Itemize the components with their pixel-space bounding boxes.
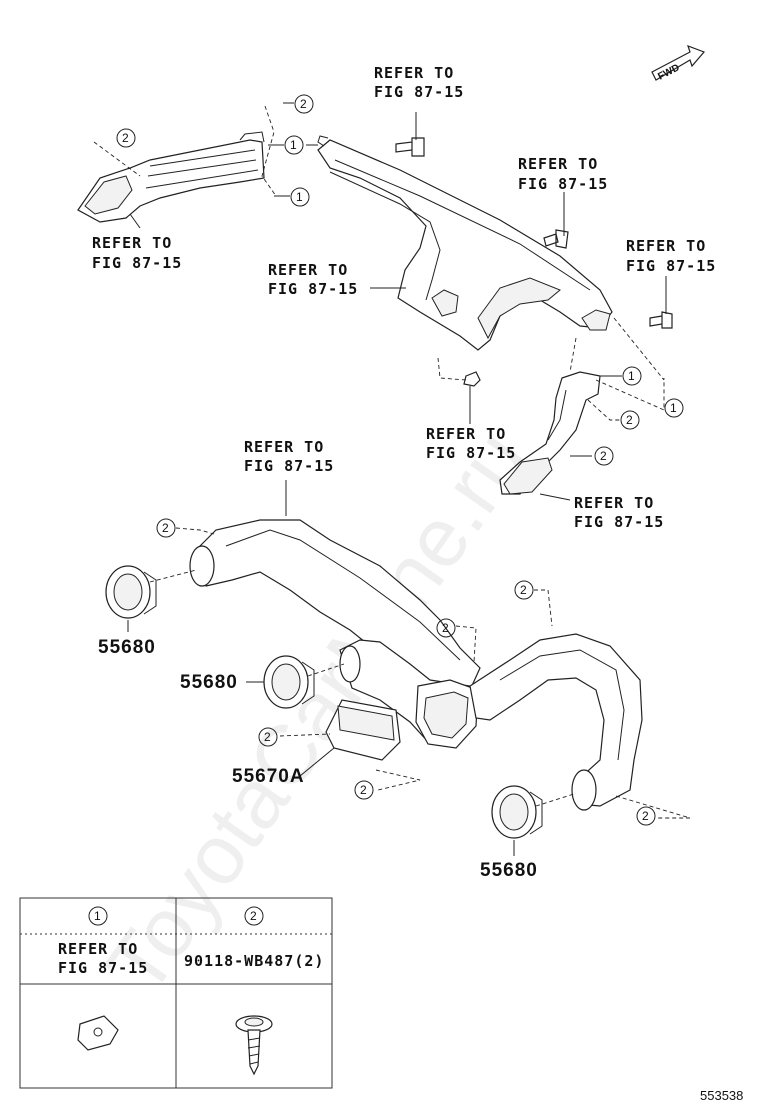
svg-text:FIG 87-15: FIG 87-15 — [92, 254, 182, 272]
svg-text:REFER TO: REFER TO — [518, 155, 598, 173]
svg-text:REFER TO: REFER TO — [268, 261, 348, 279]
lower-duct-assembly — [189, 519, 643, 811]
callout-1: 1 — [664, 398, 684, 418]
svg-text:FIG 87-15: FIG 87-15 — [268, 280, 358, 298]
svg-text:FIG 87-15: FIG 87-15 — [626, 257, 716, 275]
refer-label: REFER TO FIG 87-15 — [92, 234, 182, 272]
svg-text:1: 1 — [94, 909, 101, 923]
legend-refer-line2: FIG 87-15 — [58, 959, 148, 977]
callout-1: 1 — [284, 135, 304, 155]
svg-text:FIG 87-15: FIG 87-15 — [426, 444, 516, 462]
diagram-id: 553538 — [700, 1088, 743, 1103]
legend-callout-2: 2 — [244, 906, 264, 926]
refer-label: REFER TO FIG 87-15 — [518, 155, 608, 193]
callout-1: 1 — [290, 187, 310, 207]
callout-2: 2 — [620, 410, 640, 430]
legend-table: 1 2 REFER TO FIG 87-15 90118-WB487(2) — [19, 897, 333, 1089]
callout-2: 2 — [436, 618, 456, 638]
svg-text:2: 2 — [520, 583, 527, 597]
callout-2: 2 — [294, 94, 314, 114]
fwd-label: FWD — [656, 62, 681, 82]
legend-refer-line1: REFER TO — [58, 940, 138, 958]
upper-center-duct — [317, 135, 613, 351]
refer-label: REFER TO FIG 87-15 — [426, 425, 516, 462]
callout-1: 1 — [622, 366, 642, 386]
part-number: 55680 — [480, 860, 538, 881]
grommet-55680-icon — [263, 655, 315, 709]
svg-text:REFER TO: REFER TO — [574, 494, 654, 512]
svg-text:REFER TO: REFER TO — [244, 438, 324, 456]
svg-text:2: 2 — [442, 621, 449, 635]
part-number: 55680 — [180, 672, 238, 693]
upper-right-duct — [499, 371, 601, 495]
callout-2: 2 — [636, 806, 656, 826]
svg-text:REFER TO: REFER TO — [626, 237, 706, 255]
svg-text:2: 2 — [360, 783, 367, 797]
callout-2: 2 — [594, 446, 614, 466]
svg-text:2: 2 — [122, 131, 129, 145]
svg-text:2: 2 — [600, 449, 607, 463]
svg-text:2: 2 — [642, 809, 649, 823]
callout-2: 2 — [258, 727, 278, 747]
svg-text:REFER TO: REFER TO — [374, 64, 454, 82]
svg-text:2: 2 — [626, 413, 633, 427]
part-number: 55670A — [232, 766, 305, 787]
svg-text:2: 2 — [300, 97, 307, 111]
svg-text:1: 1 — [290, 138, 297, 152]
svg-text:FIG 87-15: FIG 87-15 — [518, 175, 608, 193]
screw-icon — [235, 1015, 273, 1076]
callout-2: 2 — [116, 128, 136, 148]
clip-nut-icon — [77, 1015, 119, 1051]
grommet-55680-icon — [491, 785, 543, 839]
screw-icon — [649, 311, 673, 329]
refer-label: REFER TO FIG 87-15 — [574, 494, 664, 531]
callout-2: 2 — [514, 580, 534, 600]
grommet-55680-icon — [105, 565, 157, 619]
legend-part-number: 90118-WB487(2) — [184, 952, 324, 970]
svg-text:REFER TO: REFER TO — [92, 234, 172, 252]
refer-label: REFER TO FIG 87-15 — [626, 237, 716, 275]
svg-text:1: 1 — [628, 369, 635, 383]
callout-2: 2 — [354, 780, 374, 800]
svg-text:2: 2 — [250, 909, 257, 923]
svg-text:REFER TO: REFER TO — [426, 425, 506, 443]
legend-callout-1: 1 — [88, 906, 108, 926]
screw-icon — [395, 137, 425, 157]
svg-text:FIG 87-15: FIG 87-15 — [574, 513, 664, 531]
refer-label: REFER TO FIG 87-15 — [244, 438, 334, 475]
svg-text:FIG 87-15: FIG 87-15 — [244, 457, 334, 475]
svg-text:1: 1 — [670, 401, 677, 415]
callout-2: 2 — [156, 518, 176, 538]
upper-left-duct — [77, 131, 265, 223]
fwd-arrow-icon: FWD — [651, 44, 706, 83]
svg-text:2: 2 — [264, 730, 271, 744]
refer-label: REFER TO FIG 87-15 — [374, 64, 464, 101]
svg-text:1: 1 — [296, 190, 303, 204]
svg-text:FIG 87-15: FIG 87-15 — [374, 83, 464, 101]
svg-text:2: 2 — [162, 521, 169, 535]
refer-label: REFER TO FIG 87-15 — [268, 261, 358, 298]
part-number: 55680 — [98, 637, 156, 658]
clip-icon — [463, 371, 481, 387]
